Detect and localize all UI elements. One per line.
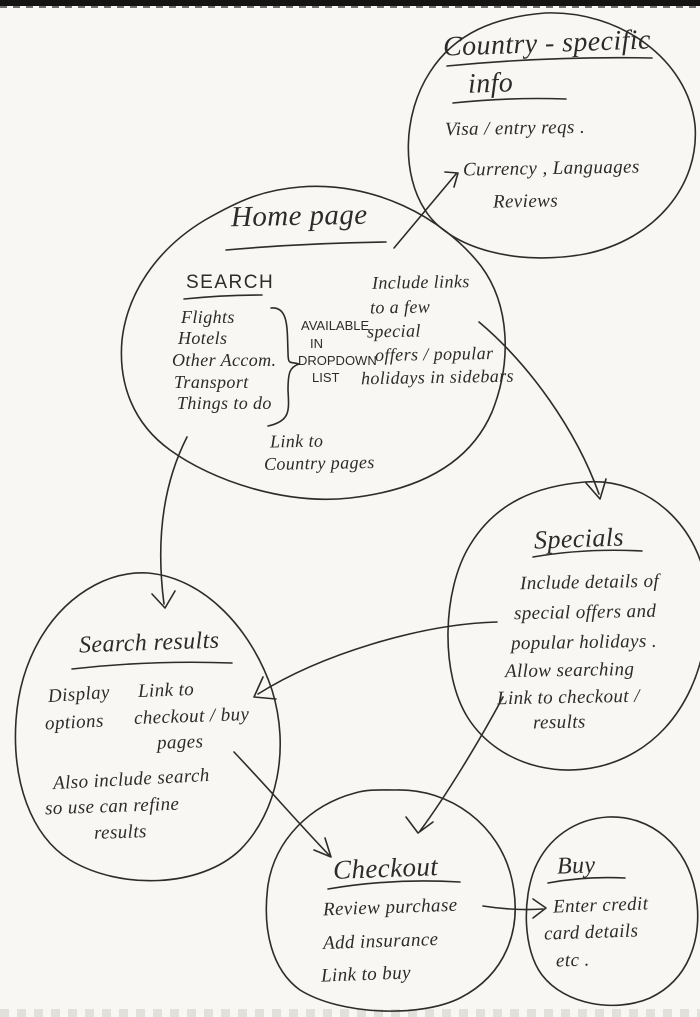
- arrowhead-home-to-country-info: [444, 171, 459, 188]
- buy-title: Buy: [556, 852, 596, 880]
- underline-buy-title: [547, 876, 626, 884]
- country-info-line-reviews: Reviews: [492, 190, 559, 213]
- home-sidebar-note-line5: holidays in sidebars: [360, 365, 515, 389]
- home-search-item-things-to-do: Things to do: [177, 393, 272, 413]
- specials-title: Specials: [533, 522, 625, 555]
- arrow-home-to-search-results: [159, 436, 188, 605]
- home-search-heading: SEARCH: [186, 272, 275, 293]
- search-results-display: Display: [47, 681, 111, 708]
- scan-edge-bottom: [0, 1009, 700, 1017]
- home-search-item-transport: Transport: [174, 372, 249, 392]
- bubble-buy: [525, 816, 699, 1007]
- arrow-search-results-to-checkout: [233, 751, 330, 856]
- checkout-line2: Add insurance: [322, 928, 439, 955]
- specials-line5: Link to checkout /: [496, 685, 640, 710]
- search-results-options: options: [44, 710, 105, 735]
- country-info-line-currency: Currency , Languages: [462, 156, 640, 181]
- arrow-specials-to-search-results: [257, 621, 498, 695]
- buy-line3: etc .: [555, 949, 590, 972]
- bubble-country-info: [407, 12, 697, 259]
- scan-edge-top: [0, 0, 700, 8]
- specials-line4: Allow searching: [504, 658, 635, 683]
- search-results-link-line1: Link to: [137, 679, 195, 702]
- checkout-title: Checkout: [332, 851, 439, 885]
- buy-line2: card details: [543, 920, 639, 945]
- specials-line6: results: [532, 711, 586, 734]
- country-info-line-visa: Visa / entry reqs .: [444, 116, 586, 141]
- underline-home-title: [225, 241, 387, 251]
- search-results-link-line2: checkout / buy: [133, 703, 250, 730]
- arrow-home-to-country-info: [393, 173, 457, 249]
- bubble-search-results: [14, 572, 281, 882]
- home-country-link-line2: Country pages: [263, 452, 375, 474]
- home-dropdown-note-line2: IN: [310, 336, 323, 351]
- checkout-line1: Review purchase: [322, 894, 458, 921]
- home-sidebar-note-line1: Include links: [371, 271, 470, 293]
- home-sidebar-note-line2: to a few: [369, 296, 431, 318]
- bubble-checkout: [265, 789, 516, 1012]
- buy-line1: Enter credit: [552, 893, 649, 918]
- home-dropdown-note-line3: DROPDOWN: [298, 353, 377, 368]
- underline-checkout-title: [327, 880, 461, 890]
- arrow-specials-to-checkout: [419, 696, 504, 832]
- underline-search-heading: [183, 294, 263, 300]
- search-results-note-line3: results: [93, 821, 148, 844]
- arrowhead-home-to-specials: [585, 478, 607, 500]
- specials-line1: Include details of: [519, 570, 660, 595]
- underline-specials-title: [532, 549, 643, 558]
- arrow-checkout-to-buy: [482, 905, 544, 911]
- home-country-link-line1: Link to: [269, 430, 324, 452]
- search-results-title: Search results: [78, 627, 220, 659]
- dropdown-brace: [267, 307, 300, 427]
- checkout-line3: Link to buy: [320, 962, 412, 987]
- underline-country-title: [446, 56, 653, 67]
- home-sidebar-note-line4: offers / popular: [374, 342, 494, 366]
- arrowhead-specials-to-search-results: [253, 676, 277, 700]
- specials-line3: popular holidays .: [510, 630, 658, 655]
- arrowhead-search-results-to-checkout: [313, 837, 332, 858]
- arrowhead-specials-to-checkout: [405, 816, 434, 834]
- underline-search-results-title: [71, 661, 233, 670]
- home-page-title: Home page: [230, 198, 368, 234]
- home-search-item-hotels: Hotels: [178, 328, 228, 348]
- bubble-home-page: [120, 185, 506, 500]
- home-sidebar-note-line3: special: [366, 320, 421, 342]
- home-search-item-flights: Flights: [181, 307, 235, 327]
- home-dropdown-note-line4: LIST: [312, 370, 340, 385]
- search-results-note-line2: so use can refine: [44, 793, 180, 820]
- arrow-home-to-specials: [478, 321, 600, 495]
- arrowhead-checkout-to-buy: [532, 898, 547, 919]
- country-info-title-line2: info: [467, 67, 514, 100]
- home-dropdown-note-line1: AVAILABLE: [301, 318, 370, 333]
- home-search-item-other-accom: Other Accom.: [172, 350, 277, 370]
- underline-country-info: [452, 97, 567, 104]
- specials-line2: special offers and: [513, 600, 657, 625]
- arrowhead-home-to-search-results: [151, 590, 176, 609]
- search-results-link-line3: pages: [156, 731, 204, 754]
